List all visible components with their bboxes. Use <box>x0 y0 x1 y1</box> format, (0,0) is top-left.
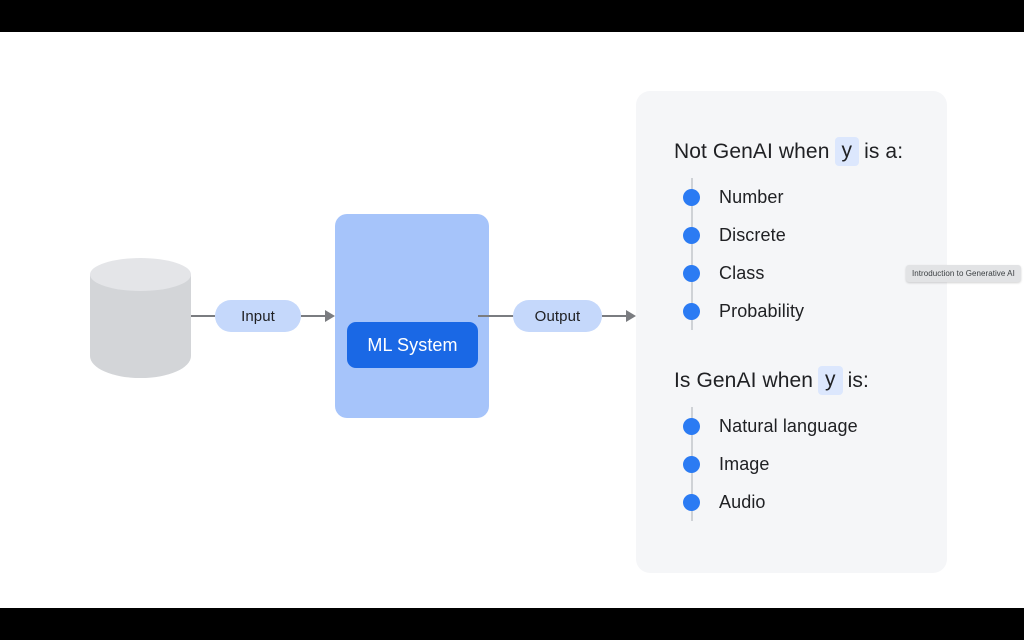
cylinder-body <box>90 274 191 378</box>
list-item: Audio <box>674 483 869 521</box>
heading-text-after: is a: <box>864 139 904 163</box>
arrowhead-into-ml <box>325 310 335 322</box>
section-heading-is-genai: Is GenAI when y is: <box>674 366 869 395</box>
connector-ml-to-output <box>478 315 514 317</box>
ml-system-button[interactable]: ML System <box>347 322 478 368</box>
section-not-genai: Not GenAI when y is a: Number Discrete <box>674 137 903 330</box>
bullet-dot-icon <box>683 226 700 244</box>
variable-chip-y: y <box>818 366 843 395</box>
connector-input-to-ml <box>301 315 333 317</box>
bullet-dot-icon <box>683 455 700 473</box>
list-item: Class <box>674 254 903 292</box>
list-item-label: Audio <box>719 491 766 512</box>
cylinder-top-ellipse <box>90 258 191 291</box>
bullet-dot-icon <box>683 302 700 320</box>
list-item: Natural language <box>674 407 869 445</box>
list-item: Number <box>674 178 903 216</box>
ml-system-panel <box>335 214 489 418</box>
heading-text-before: Is GenAI when <box>674 368 814 392</box>
connector-store-to-input <box>191 315 215 317</box>
list-item-label: Number <box>719 186 784 207</box>
bullet-dot-icon <box>683 493 700 511</box>
list-item: Discrete <box>674 216 903 254</box>
list-item-label: Class <box>719 262 765 283</box>
genai-info-panel: Not GenAI when y is a: Number Discrete <box>636 91 947 573</box>
section-is-genai: Is GenAI when y is: Natural language Ima… <box>674 366 869 521</box>
bullet-dot-icon <box>683 264 700 282</box>
slide-canvas: Input ML System Output Not GenAI when y … <box>0 32 1024 608</box>
letterbox-bottom <box>0 608 1024 640</box>
bullet-dot-icon <box>683 188 700 206</box>
section-heading-not-genai: Not GenAI when y is a: <box>674 137 903 166</box>
bullet-dot-icon <box>683 417 700 435</box>
letterbox-top <box>0 0 1024 32</box>
list-item-label: Image <box>719 453 770 474</box>
connector-output-to-panel <box>602 315 634 317</box>
data-store-cylinder-icon <box>90 258 191 378</box>
input-pill: Input <box>215 300 301 332</box>
list-item-label: Probability <box>719 300 805 321</box>
list-item-label: Natural language <box>719 415 858 436</box>
list-item: Image <box>674 445 869 483</box>
heading-text-before: Not GenAI when <box>674 139 830 163</box>
list-item-label: Discrete <box>719 224 786 245</box>
timeline-is-genai: Natural language Image Audio <box>674 407 869 521</box>
heading-text-after: is: <box>847 368 869 392</box>
list-item: Probability <box>674 292 903 330</box>
timeline-rail <box>691 178 693 330</box>
timeline-not-genai: Number Discrete Class Probability <box>674 178 903 330</box>
output-pill: Output <box>513 300 602 332</box>
variable-chip-y: y <box>834 137 860 166</box>
arrowhead-into-panel <box>626 310 636 322</box>
tooltip: Introduction to Generative AI <box>906 265 1021 282</box>
